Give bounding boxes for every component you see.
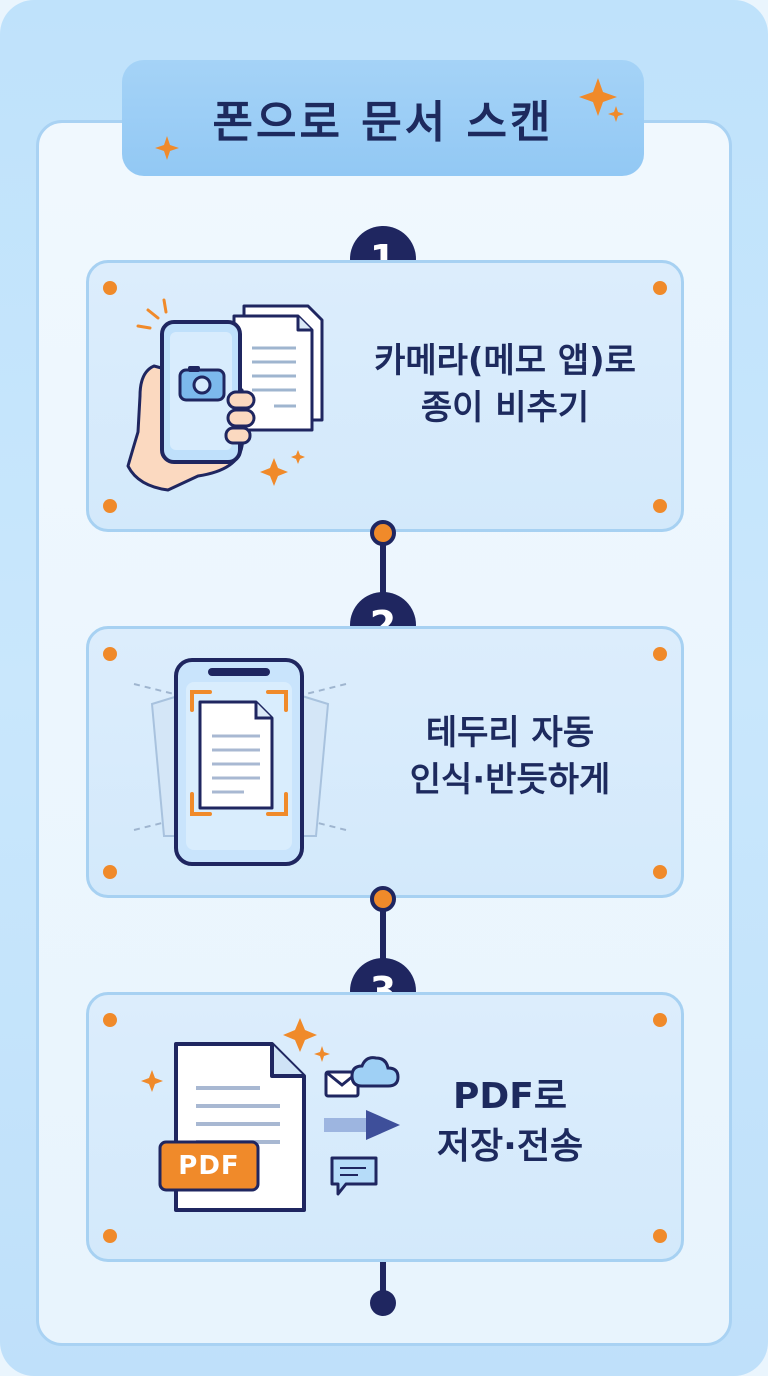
corner-dot [653,647,667,661]
title-banner: 폰으로 문서 스캔 [122,60,644,176]
phone-edge-detect-icon [133,658,347,866]
corner-dot [103,1229,117,1243]
step-text-2: 테두리 자동 인식·반듯하게 [360,710,660,804]
connector-node [370,886,396,912]
corner-dot [103,1013,117,1027]
step-1-line-1: 카메라(메모 앱)로 [374,341,636,381]
end-node [370,1290,396,1316]
corner-dot [103,281,117,295]
step-3-line-2: 저장·전송 [436,1125,584,1167]
phone-camera-document-icon [126,298,324,492]
sparkle-icon [155,78,624,160]
step-1-line-2: 종이 비추기 [420,387,590,428]
corner-dot [103,499,117,513]
pdf-share-icon [141,1018,400,1212]
corner-dot [103,647,117,661]
corner-dot [653,1013,667,1027]
page-title: 폰으로 문서 스캔 [212,97,554,148]
corner-dot [653,281,667,295]
step-3-line-1: PDF로 [453,1076,567,1117]
connector-line [380,532,386,616]
corner-dot [653,865,667,879]
corner-dot [653,499,667,513]
step-text-3: PDF로 저장·전송 [400,1072,620,1171]
connector-line [380,898,386,982]
corner-dot [653,1229,667,1243]
connector-line [380,1262,386,1302]
step-text-1: 카메라(메모 앱)로 종이 비추기 [340,338,670,432]
connector-node [370,520,396,546]
corner-dot [103,865,117,879]
step-2-line-1: 테두리 자동 [425,713,595,753]
step-2-line-2: 인식·반듯하게 [409,759,611,800]
pdf-badge: PDF [178,1151,240,1181]
